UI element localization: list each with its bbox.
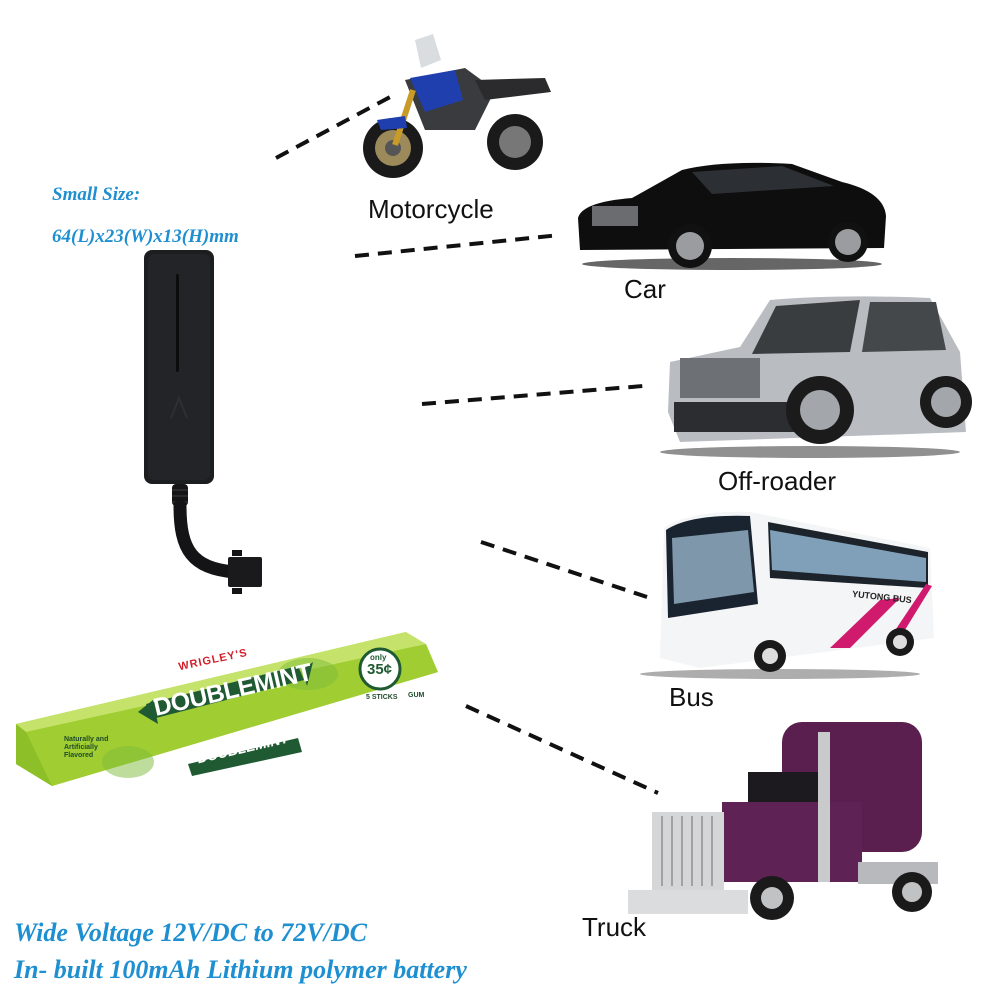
vehicle-label-offroader: Off-roader — [718, 466, 837, 496]
connector-truck — [465, 704, 659, 795]
spec-voltage: Wide Voltage 12V/DC to 72V/DC — [14, 918, 367, 947]
spec-battery: In- built 100mAh Lithium polymer battery — [14, 955, 467, 984]
gum-price-prefix: only — [370, 653, 387, 662]
vehicle-label-car: Car — [624, 274, 666, 304]
motorcycle-image — [355, 20, 555, 180]
truck-image — [622, 712, 952, 922]
gum-price: 35¢ — [367, 661, 393, 678]
gum-pack: WRIGLEY'S DOUBLEMINT DOUBLEMINT only 35¢… — [8, 614, 448, 834]
gum-count: 5 STICKS — [366, 694, 398, 701]
vehicle-label-truck: Truck — [582, 912, 647, 942]
connector-bus — [480, 540, 648, 599]
vehicle-label-bus: Bus — [669, 682, 714, 712]
gum-flavor-note: Naturally and Artificially Flavored — [64, 736, 109, 759]
bus-image: YUTONG BUS — [630, 508, 940, 680]
gum-type: GUM — [408, 692, 425, 699]
connector-offroader — [421, 384, 644, 406]
size-dimensions: 64(L)x23(W)x13(H)mm — [52, 226, 239, 247]
offroader-image — [640, 292, 980, 462]
connector-car — [354, 233, 561, 258]
size-title: Small Size: — [52, 184, 141, 205]
car-image — [572, 158, 892, 270]
gps-tracker-device — [144, 250, 262, 594]
vehicle-label-motorcycle: Motorcycle — [368, 194, 494, 224]
